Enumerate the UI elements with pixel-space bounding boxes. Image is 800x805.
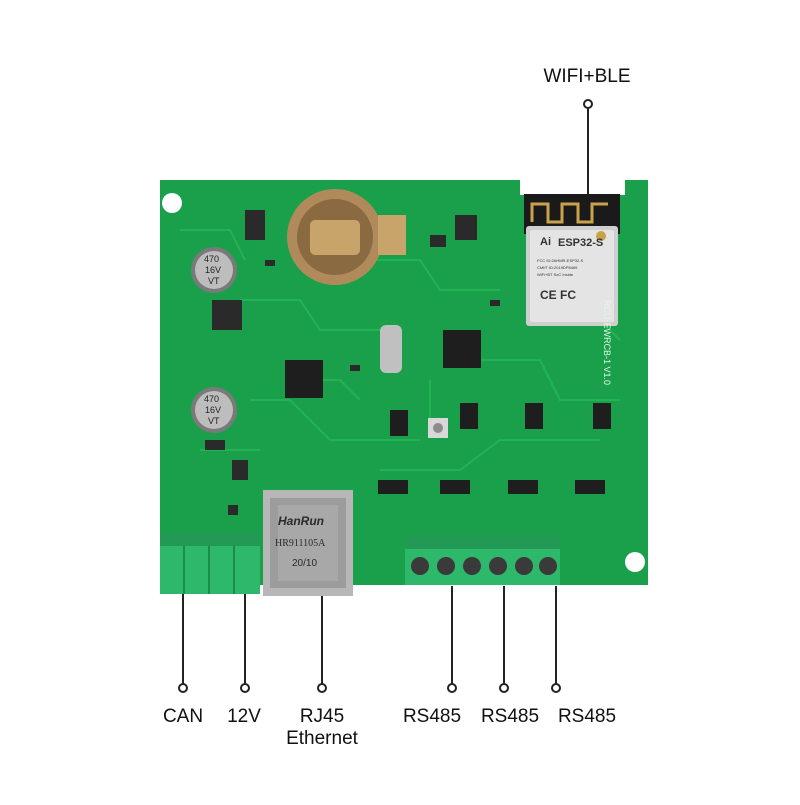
crystal — [380, 325, 402, 373]
diode-row — [378, 480, 605, 494]
ic-ethernet — [443, 330, 481, 368]
rj45-label: RJ45 — [299, 706, 345, 727]
rs485-label-2: RS485 — [480, 706, 540, 727]
board-model-silkscreen: RCU-EWRCB-1 V1.0 — [602, 300, 612, 386]
inductor — [212, 300, 242, 330]
esp-logo: Ai — [540, 236, 551, 248]
rj45-leader-dot — [317, 683, 327, 693]
cap-top-value: 470 — [204, 254, 220, 264]
can-label: CAN — [162, 706, 204, 727]
rj45-brand: HanRun — [278, 514, 324, 528]
wifi-leader-line — [587, 103, 589, 195]
esp32-module — [524, 194, 620, 326]
rj45-model: HR911105A — [275, 538, 326, 549]
pcb-traces — [180, 229, 621, 471]
can-terminal-block — [160, 532, 260, 594]
esp-cmiit-label: CMIIT ID:2019DP8469 — [537, 265, 578, 270]
capacitor-bottom — [191, 387, 237, 433]
cap-top-voltage: 16V — [205, 265, 222, 275]
mounting-hole — [162, 193, 182, 213]
mounting-hole — [625, 552, 645, 572]
rs485-3-leader-dot — [551, 683, 561, 693]
ethernet-label: Ethernet — [286, 728, 358, 749]
can-leader-line — [182, 594, 184, 686]
rj45-jack — [263, 490, 353, 596]
capacitor-top — [191, 247, 237, 293]
esp-cert-marks: CE FC — [540, 288, 576, 302]
rs485-1-leader-dot — [447, 683, 457, 693]
cap-bottom-value: 470 — [204, 394, 220, 404]
power-leader-dot — [240, 683, 250, 693]
rj45-leader-line — [321, 596, 323, 686]
ic-main — [285, 360, 323, 398]
rs485-2-leader-dot — [499, 683, 509, 693]
ic-transceiver — [390, 410, 408, 436]
power-12v-label: 12V — [227, 706, 261, 727]
ic-transceiver — [460, 403, 478, 429]
esp-soc-label: WiFi+BT SoC Inside — [537, 272, 574, 277]
rs485-2-leader-line — [503, 586, 505, 686]
power-leader-line — [244, 594, 246, 686]
wifi-ble-label: WIFI+BLE — [543, 66, 631, 87]
esp-model-label: ESP32-S — [558, 237, 604, 249]
cap-bottom-series: VT — [208, 416, 220, 426]
smd-components — [205, 210, 500, 515]
esp-fcc-label: FCC ID:2AHMR-ESP32-S — [537, 258, 584, 263]
rs485-label-3: RS485 — [557, 706, 617, 727]
ic-transceiver — [525, 403, 543, 429]
wifi-leader-dot — [583, 99, 593, 109]
rs485-terminal-block — [405, 535, 560, 585]
rs485-1-leader-line — [451, 586, 453, 686]
rj45-date: 20/10 — [292, 558, 318, 569]
can-leader-dot — [178, 683, 188, 693]
ic-transceiver — [593, 403, 611, 429]
cap-top-series: VT — [208, 276, 220, 286]
rs485-3-leader-line — [555, 586, 557, 686]
rs485-label-1: RS485 — [402, 706, 462, 727]
cap-bottom-voltage: 16V — [205, 405, 222, 415]
